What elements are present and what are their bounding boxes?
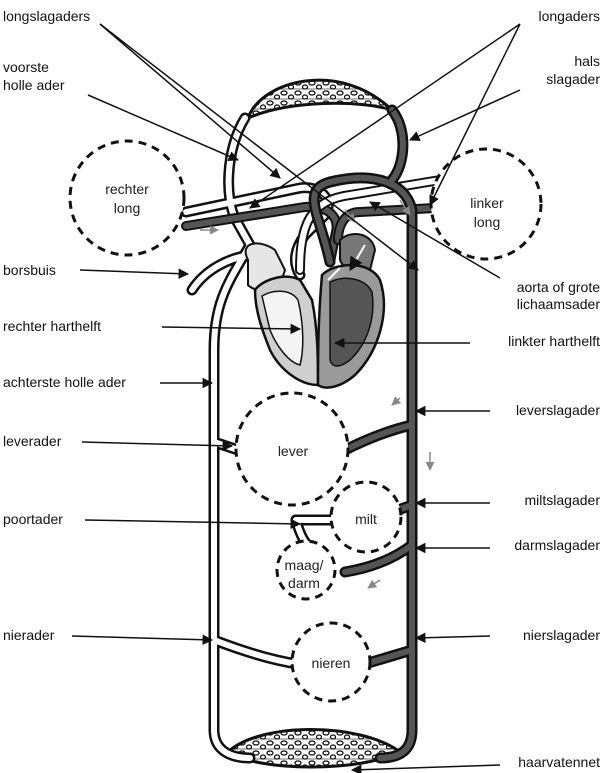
label-nierslagader: nierslagader bbox=[523, 627, 600, 643]
label-longslagaders: longslagaders bbox=[3, 8, 90, 24]
label-darmslagader: darmslagader bbox=[514, 537, 600, 553]
label-aorta-line2: lichaamsader bbox=[517, 296, 601, 312]
label-miltslagader: miltslagader bbox=[525, 492, 601, 508]
label-nierader: nierader bbox=[3, 627, 55, 643]
label-voorste-line1: voorste bbox=[3, 59, 49, 75]
organ-label-maag-1: maag/ bbox=[285, 557, 324, 573]
organ-label-nieren: nieren bbox=[312, 655, 351, 671]
label-leverader: leverader bbox=[3, 433, 62, 449]
organ-label-rechter-long-2: long bbox=[114, 200, 140, 216]
label-haarvatennet: haarvatennet bbox=[518, 754, 600, 770]
label-rechter-harthelft: rechter harthelft bbox=[3, 318, 101, 334]
right-labels: longaders hals slagader aorta of grote l… bbox=[508, 8, 600, 770]
label-linker-harthelft: linkter harthelft bbox=[508, 333, 600, 349]
label-poortader: poortader bbox=[3, 511, 63, 527]
upper-capillary-network bbox=[248, 80, 392, 118]
organ-label-rechter-long-1: rechter bbox=[105, 181, 149, 197]
organ-label-maag-2: darm bbox=[288, 575, 320, 591]
heart bbox=[246, 234, 384, 388]
label-borsbuis: borsbuis bbox=[3, 262, 56, 278]
organ-label-lever: lever bbox=[278, 443, 309, 459]
organ-label-milt: milt bbox=[355, 511, 377, 527]
label-leverslagader: leverslagader bbox=[516, 402, 600, 418]
label-longaders: longaders bbox=[539, 8, 601, 24]
label-aorta-line1: aorta of grote bbox=[517, 279, 600, 295]
organ-label-linker-long-2: long bbox=[474, 214, 500, 230]
label-voorste-line2: holle ader bbox=[3, 77, 65, 93]
label-hals-line1: hals bbox=[574, 53, 600, 69]
label-hals-line2: slagader bbox=[546, 71, 600, 87]
right-lung bbox=[70, 141, 184, 255]
organ-label-linker-long-1: linker bbox=[470, 195, 504, 211]
label-achterste-holle-ader: achterste holle ader bbox=[3, 374, 126, 390]
